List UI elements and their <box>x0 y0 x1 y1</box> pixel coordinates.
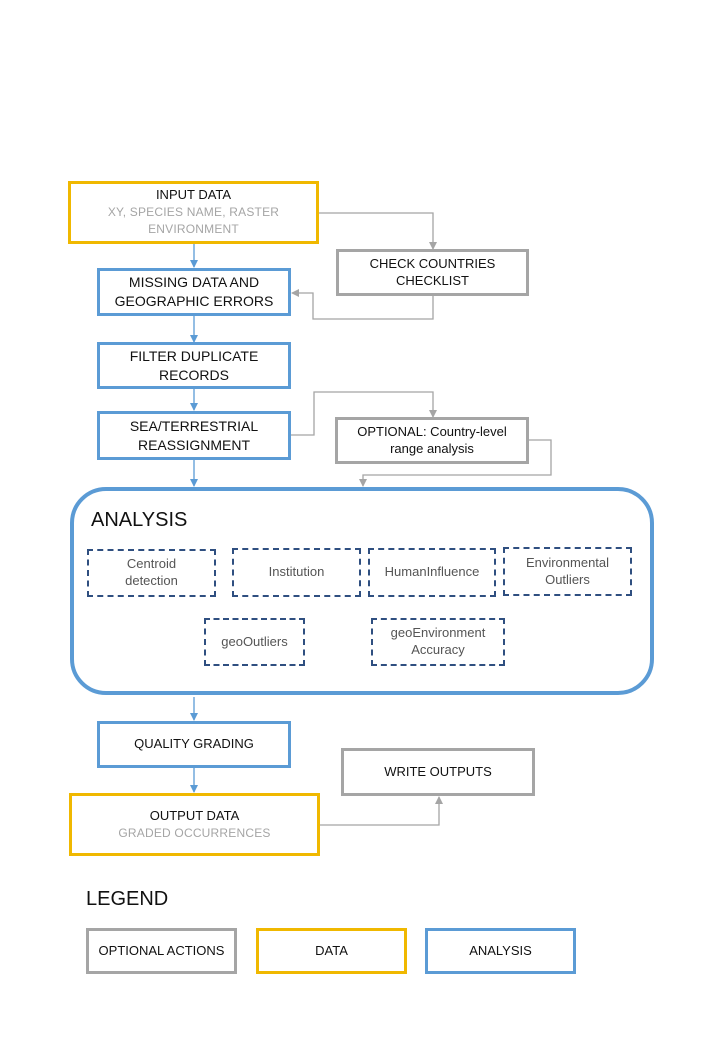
optional-country-level-line1: OPTIONAL: Country-level <box>357 423 507 439</box>
output-data-box: OUTPUT DATA GRADED OCCURRENCES <box>69 793 320 856</box>
legend-analysis-label: ANALYSIS <box>469 942 532 958</box>
module-env-outliers-line2: Outliers <box>545 571 590 587</box>
arrow-sea-to-optional <box>291 391 437 436</box>
module-geo-env-line2: Accuracy <box>411 642 465 657</box>
module-institution: Institution <box>232 548 361 597</box>
sea-terrestrial-line1: SEA/TERRESTRIAL <box>129 417 259 434</box>
module-environmental-outliers: Environmental Outliers <box>503 547 632 596</box>
filter-duplicate-box: FILTER DUPLICATE RECORDS <box>97 342 291 389</box>
module-centroid-line2: detection <box>125 573 178 588</box>
module-geo-env-line1: geoEnvironment <box>390 625 486 641</box>
quality-grading-label: QUALITY GRADING <box>134 736 254 752</box>
arrow-check-to-missing <box>291 289 434 320</box>
write-outputs-box: WRITE OUTPUTS <box>341 748 535 796</box>
legend-data: DATA <box>256 928 407 974</box>
missing-data-box: MISSING DATA AND GEOGRAPHIC ERRORS <box>97 268 291 316</box>
module-env-outliers-line1: Environmental <box>525 554 610 570</box>
module-geo-environment-accuracy: geoEnvironment Accuracy <box>371 618 505 666</box>
sea-terrestrial-line2: REASSIGNMENT <box>137 436 250 453</box>
output-data-subtitle: GRADED OCCURRENCES <box>118 825 271 840</box>
module-centroid-detection: Centroid detection <box>87 549 216 597</box>
analysis-title: ANALYSIS <box>91 509 188 531</box>
filter-duplicate-line2: RECORDS <box>158 366 229 383</box>
sea-terrestrial-box: SEA/TERRESTRIAL REASSIGNMENT <box>97 411 291 460</box>
check-countries-line2: CHECKLIST <box>396 272 469 288</box>
legend-analysis: ANALYSIS <box>425 928 576 974</box>
output-data-title: OUTPUT DATA <box>149 808 240 824</box>
missing-data-line2: GEOGRAPHIC ERRORS <box>114 293 274 309</box>
quality-grading-box: QUALITY GRADING <box>97 721 291 768</box>
module-centroid-line1: Centroid <box>126 556 177 572</box>
input-data-subtitle-line2: ENVIRONMENT <box>148 222 239 237</box>
optional-country-level-box: OPTIONAL: Country-level range analysis <box>335 417 529 464</box>
module-human-influence: HumanInfluence <box>368 548 496 597</box>
legend-optional-actions: OPTIONAL ACTIONS <box>86 928 237 974</box>
legend-optional-label: OPTIONAL ACTIONS <box>98 942 225 958</box>
legend-data-label: DATA <box>315 942 348 958</box>
optional-country-level-line2: range analysis <box>390 440 474 456</box>
arrow-input-to-check <box>318 212 437 250</box>
legend-title: LEGEND <box>86 888 169 910</box>
missing-data-line1: MISSING DATA AND <box>128 274 260 291</box>
check-countries-line1: CHECK COUNTRIES <box>369 255 496 271</box>
filter-duplicate-line1: FILTER DUPLICATE <box>129 347 259 364</box>
module-geo-outliers: geoOutliers <box>204 618 305 666</box>
input-data-subtitle-line1: XY, SPECIES NAME, RASTER <box>107 204 280 219</box>
arrow-output-to-write <box>320 796 443 826</box>
input-data-title: INPUT DATA <box>155 187 232 203</box>
arrow-optional-to-analysis <box>359 439 552 487</box>
write-outputs-label: WRITE OUTPUTS <box>384 763 492 779</box>
input-data-box: INPUT DATA XY, SPECIES NAME, RASTER ENVI… <box>68 181 319 244</box>
check-countries-box: CHECK COUNTRIES CHECKLIST <box>336 249 529 296</box>
